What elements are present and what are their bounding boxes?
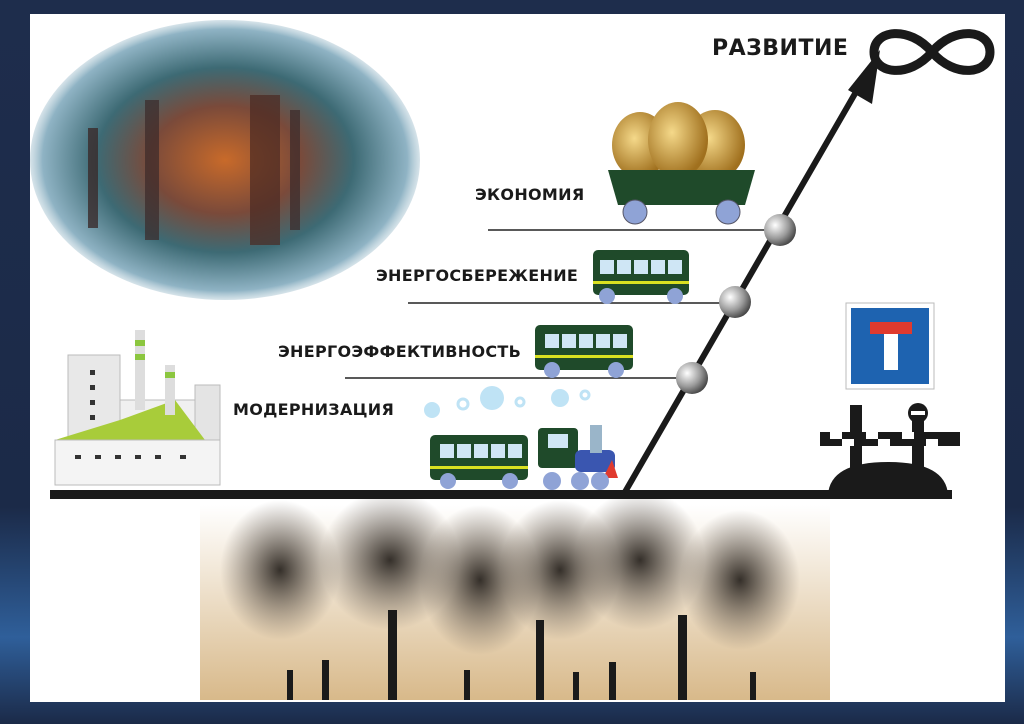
wagon-icon [593, 250, 689, 304]
smokestack-icon [287, 610, 756, 700]
stage-label-economy: ЭКОНОМИЯ [475, 185, 585, 204]
steam-clouds [424, 386, 591, 418]
level-ball [764, 214, 796, 246]
money-bag-icon [648, 102, 708, 178]
stage-label-energy-saving: ЭНЕРГОСБЕРЕЖЕНИЕ [376, 266, 579, 285]
stage-label-energy-efficiency: ЭНЕРГОЭФФЕКТИВНОСТЬ [278, 342, 522, 361]
money-cart [608, 102, 755, 225]
ground-line [50, 490, 952, 499]
wagon-icon [430, 435, 528, 489]
locomotive-icon [538, 425, 618, 490]
level-lines [345, 229, 780, 379]
stage-label-modernization: МОДЕРНИЗАЦИЯ [233, 400, 395, 419]
development-title: РАЗВИТИЕ [712, 36, 849, 61]
road-sign-dead-end-icon [845, 302, 935, 390]
infinity-icon [869, 29, 995, 75]
factory-icon [54, 330, 221, 486]
wagon-icon [535, 325, 633, 378]
smoke-pollution-image [200, 490, 830, 700]
barrier-icon [820, 403, 960, 495]
level-ball [676, 362, 708, 394]
level-ball [719, 286, 751, 318]
factory-photo [30, 20, 420, 300]
